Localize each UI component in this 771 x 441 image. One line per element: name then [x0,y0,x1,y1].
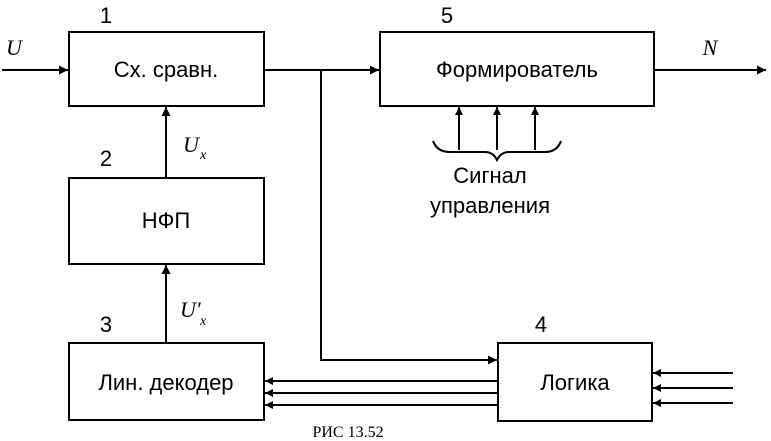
block-logic: Логика 4 [497,312,653,422]
block-shaper-frame [379,31,655,107]
block-decoder-frame [68,342,265,421]
logic-input-bus [653,369,733,407]
block-comparator: Сх. сравн. 1 [68,3,265,107]
control-signal-arrows [455,107,539,150]
block-nfp-frame [68,177,265,265]
block-decoder-label: Лин. декодер [98,370,233,395]
control-signal-label-line2: управления [430,193,550,218]
control-signal-label-line1: Сигнал [453,163,526,188]
block-logic-frame [497,342,653,422]
block-comparator-number: 1 [100,3,112,28]
output-symbol: N [702,35,719,60]
block-decoder: Лин. декодер 3 [68,312,265,421]
input-symbol: U [6,35,24,60]
figure-caption: РИС 13.52 [312,424,383,441]
ux-prime-symbol: U′ [180,297,202,322]
logic-to-decoder-bus [265,377,498,409]
block-nfp-label: НФП [142,208,190,233]
comparator-to-logic-arrow [320,70,497,365]
block-nfp: НФП 2 [68,146,265,265]
block-nfp-number: 2 [100,146,112,171]
block-shaper-number: 5 [441,3,453,28]
block-shaper-label: Формирователь [436,57,598,82]
block-decoder-number: 3 [100,312,112,337]
ux-subscript: x [199,148,207,163]
ux-prime-subscript: x [199,314,207,329]
control-brace [432,140,562,163]
block-shaper: Формирователь 5 [379,3,655,107]
block-comparator-frame [68,31,265,107]
block-logic-number: 4 [535,312,547,337]
ux-symbol: U [183,132,201,157]
block-comparator-label: Сх. сравн. [114,57,219,82]
block-logic-label: Логика [540,370,610,395]
